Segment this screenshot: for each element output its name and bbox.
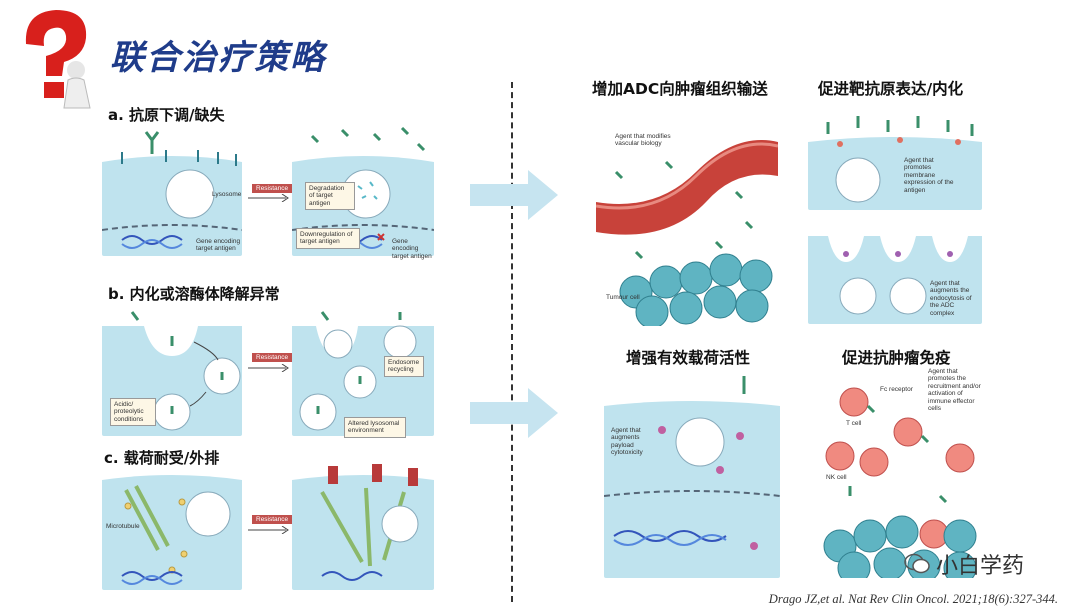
wechat-icon (904, 553, 930, 575)
arrow-right-icon (248, 194, 289, 202)
page-title: 联合治疗策略 (110, 38, 326, 78)
section-c-label: c. 载荷耐受/外排 (104, 449, 220, 467)
antigen-expression-panel-top (808, 102, 982, 210)
t-cell-label: T cell (846, 420, 862, 427)
section-divider (511, 82, 513, 602)
heading-payload-activity: 增强有效载荷活性 (626, 349, 751, 367)
expression-agent-label: Agent that promotes membrane expression … (904, 157, 954, 194)
section-b-label: b. 内化或溶酶体降解异常 (108, 285, 280, 303)
acidic-conditions-label: Acidic/ proteolytic conditions (110, 398, 156, 427)
endocytosis-agent-label: Agent that augments the endocytosis of t… (930, 280, 972, 317)
degradation-label: Degradation of target antigen (305, 182, 355, 211)
lysosome-label: Lysosome (212, 191, 242, 198)
payload-panel (604, 366, 780, 578)
immune-agent-label: Agent that promotes the recruitment and/… (928, 368, 981, 413)
arrow-right-icon (470, 170, 558, 220)
heading-antigen-expression: 促进靶抗原表达/内化 (818, 80, 964, 98)
watermark-text: 小白学药 (936, 554, 1025, 579)
arrow-right-icon (470, 388, 558, 438)
section-a-label: a. 抗原下调/缺失 (108, 106, 225, 124)
gene-label-a2: Gene encoding target antigen (392, 238, 432, 260)
fc-receptor-label: Fc receptor (880, 386, 913, 393)
resistance-badge: Resistance (252, 184, 293, 193)
vascular-panel (596, 102, 778, 326)
heading-antitumor-immunity: 促进抗肿瘤免疫 (842, 349, 951, 367)
arrow-right-icon (248, 364, 289, 372)
microtubule-label: Microtubule (106, 523, 140, 530)
altered-lysosomal-label: Altered lysosomal environment (344, 417, 406, 438)
nk-cell-label: NK cell (826, 474, 847, 481)
arrow-right-icon (248, 526, 289, 534)
downregulation-label: Downregulation of target antigen (296, 228, 360, 249)
immunity-panel (810, 366, 984, 578)
heading-delivery: 增加ADC向肿瘤组织输送 (592, 80, 768, 98)
watermark: 小白学药 (904, 548, 1024, 580)
antigen-expression-panel-bottom (808, 226, 982, 324)
endosome-recycling-label: Endosome recycling (384, 356, 424, 377)
tumour-cell-label: Tumour cell (606, 294, 640, 301)
section-c-panel-right (292, 462, 434, 590)
section-c-panel-left (102, 466, 242, 590)
resistance-badge: Resistance (252, 515, 293, 524)
gene-label-a1: Gene encoding target antigen (196, 238, 241, 253)
payload-agent-label: Agent that augments payload cytotoxicity (611, 427, 643, 457)
question-mark-figure-icon (6, 4, 100, 112)
section-a-panel-left (102, 122, 242, 256)
vascular-agent-label: Agent that modifies vascular biology (615, 133, 671, 148)
resistance-badge: Resistance (252, 353, 293, 362)
citation: Drago JZ,et al. Nat Rev Clin Oncol. 2021… (768, 592, 1058, 606)
